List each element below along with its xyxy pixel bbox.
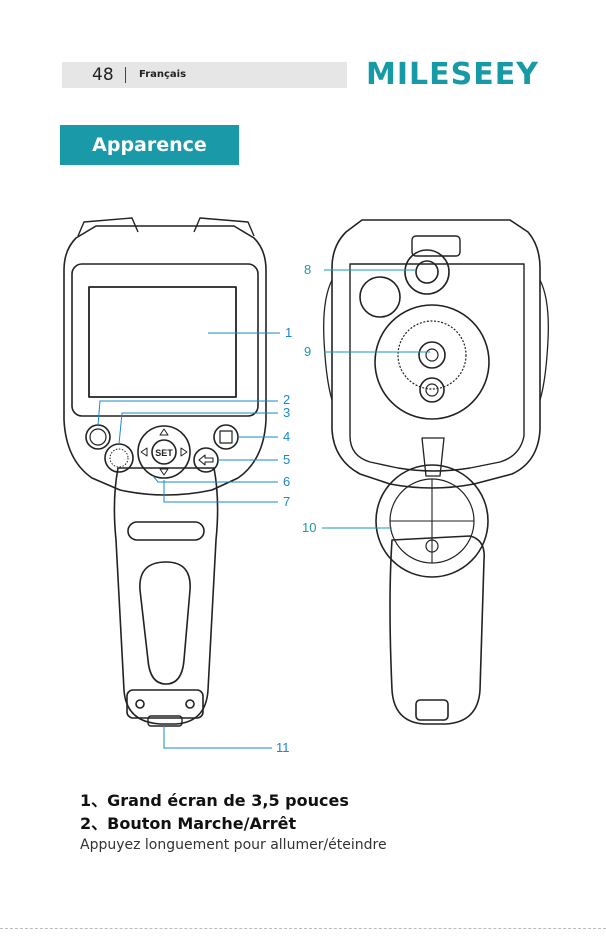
nav-up-arrow — [160, 429, 168, 435]
callout-labels: 1 2 3 4 5 6 7 8 9 10 11 — [276, 262, 316, 755]
callout-1: 1 — [285, 325, 292, 340]
back-view — [324, 220, 549, 724]
laser-aperture — [420, 378, 444, 402]
callout-6: 6 — [283, 474, 290, 489]
callout-7: 7 — [283, 494, 290, 509]
back-handle-slot — [416, 700, 448, 720]
callout-11: 11 — [276, 740, 290, 755]
front-screen — [89, 287, 236, 397]
front-bumper-left — [78, 218, 138, 236]
thermal-lens — [419, 342, 445, 368]
nav-right-arrow — [181, 448, 187, 456]
front-battery-panel — [127, 690, 203, 718]
playback-button — [214, 425, 238, 449]
back-light — [360, 277, 400, 317]
back-handle — [390, 536, 484, 724]
footer-rule — [0, 928, 606, 929]
front-screw-left — [136, 700, 144, 708]
back-top-mount — [412, 236, 460, 256]
set-button-label: SET — [155, 448, 173, 458]
callout-8: 8 — [304, 262, 311, 277]
description-2-text: Appuyez longuement pour allumer/éteindre — [80, 836, 387, 854]
callout-5: 5 — [283, 452, 290, 467]
description-2-title: 2、Bouton Marche/Arrêt — [80, 814, 296, 834]
callout-10: 10 — [302, 520, 316, 535]
nav-left-arrow — [141, 448, 147, 456]
front-view — [64, 218, 266, 726]
callout-3: 3 — [283, 405, 290, 420]
front-handle-slot — [128, 522, 204, 540]
callout-9: 9 — [304, 344, 311, 359]
front-handle — [114, 468, 217, 724]
nav-down-arrow — [160, 469, 168, 475]
front-screw-right — [186, 700, 194, 708]
callout-4: 4 — [283, 429, 290, 444]
front-grip — [140, 562, 190, 684]
back-body — [332, 220, 540, 488]
description-1-title: 1、Grand écran de 3,5 pouces — [80, 791, 349, 811]
